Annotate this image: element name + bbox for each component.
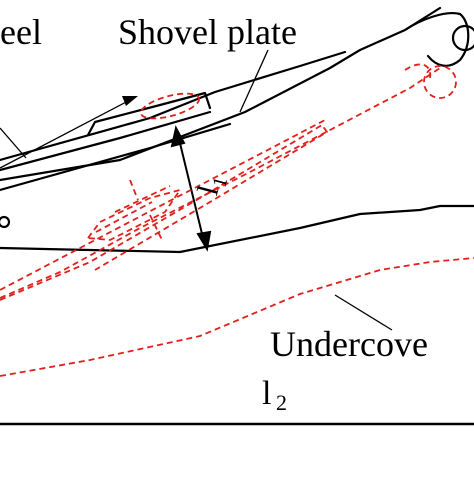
right-bracket bbox=[403, 12, 470, 67]
pointer-arrowhead bbox=[122, 96, 138, 106]
dashed-second-arm bbox=[0, 119, 326, 291]
dashed-structure bbox=[0, 63, 474, 377]
dashed-inner-plate bbox=[87, 189, 181, 241]
steel-leader bbox=[0, 127, 27, 159]
dashed-small-mark-2 bbox=[149, 214, 163, 241]
plate-block bbox=[86, 91, 212, 137]
dashed-right-curve bbox=[404, 63, 432, 79]
shovel-plate-leader bbox=[239, 49, 269, 113]
dashed-small-mark-1 bbox=[129, 179, 139, 201]
hinge-circle bbox=[451, 24, 474, 52]
dimension-l1 bbox=[170, 125, 212, 252]
leader-lines bbox=[0, 49, 393, 331]
left-pin bbox=[0, 215, 11, 229]
dashed-hinge-circle bbox=[423, 65, 457, 99]
l1-label: l 1 bbox=[191, 175, 232, 199]
dashed-pivot-ellipse bbox=[140, 92, 200, 120]
dashed-inner-lines bbox=[95, 185, 171, 233]
l2-label-sub: 2 bbox=[276, 390, 287, 415]
body-middle-edge bbox=[0, 122, 232, 192]
body-lower-edge bbox=[0, 204, 474, 254]
pointer-line bbox=[0, 99, 131, 169]
steel-label: eel bbox=[0, 12, 42, 52]
dashed-upper-arm bbox=[0, 67, 441, 299]
solid-structure bbox=[0, 6, 474, 426]
undercover-label: Undercove bbox=[270, 324, 428, 364]
dashed-undercover-edge bbox=[0, 257, 474, 377]
shovel-plate-top bbox=[0, 50, 347, 162]
shovel-plate-label: Shovel plate bbox=[118, 12, 297, 52]
l1-arrowhead-top bbox=[170, 125, 186, 148]
plate-inner-line bbox=[0, 110, 212, 172]
undercover-leader bbox=[334, 294, 393, 331]
l1-arrowhead-bottom bbox=[196, 230, 212, 252]
l2-label-base: l bbox=[262, 375, 271, 412]
l1-dimension-line bbox=[177, 134, 205, 243]
